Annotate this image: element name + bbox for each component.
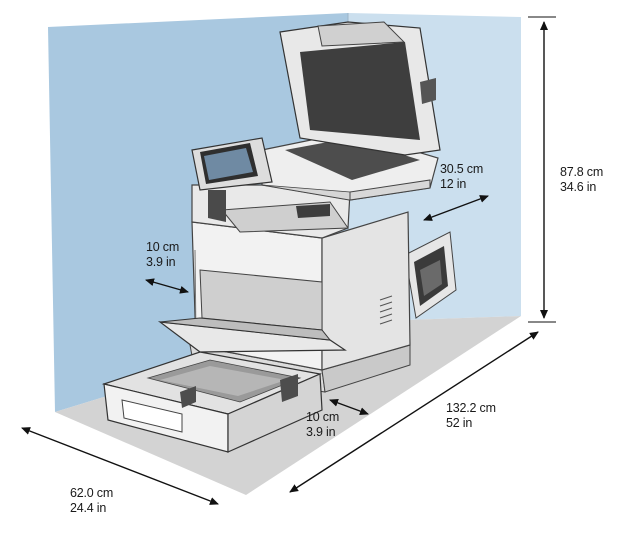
height-metric: 87.8 cm: [560, 165, 604, 179]
rear-clearance-metric: 10 cm: [306, 410, 340, 424]
left-clearance-imperial: 3.9 in: [146, 255, 176, 269]
total-depth-label: 62.0 cm 24.4 in: [70, 486, 113, 516]
total-width-dimension-line: [289, 331, 539, 493]
open-rear-door: [404, 231, 457, 319]
height-imperial: 34.6 in: [560, 180, 597, 194]
total-width-label: 132.2 cm 52 in: [446, 401, 496, 431]
total-depth-imperial: 24.4 in: [70, 501, 107, 515]
right-clearance-arrow: [423, 195, 489, 221]
left-clearance-metric: 10 cm: [146, 240, 180, 254]
bypass-tray: [157, 269, 347, 353]
total-width-metric: 132.2 cm: [446, 401, 496, 415]
total-depth-dimension-line: [21, 427, 219, 505]
left-clearance-label: 10 cm 3.9 in: [146, 240, 179, 270]
left-clearance-arrow: [145, 278, 189, 294]
rear-clearance-label: 10 cm 3.9 in: [306, 410, 339, 440]
right-clearance-label: 30.5 cm 12 in: [440, 162, 483, 192]
rear-clearance-imperial: 3.9 in: [306, 425, 336, 439]
total-width-imperial: 52 in: [446, 416, 473, 430]
right-clearance-imperial: 12 in: [440, 177, 467, 191]
total-depth-metric: 62.0 cm: [70, 486, 114, 500]
height-label: 87.8 cm 34.6 in: [560, 165, 603, 195]
right-clearance-metric: 30.5 cm: [440, 162, 484, 176]
